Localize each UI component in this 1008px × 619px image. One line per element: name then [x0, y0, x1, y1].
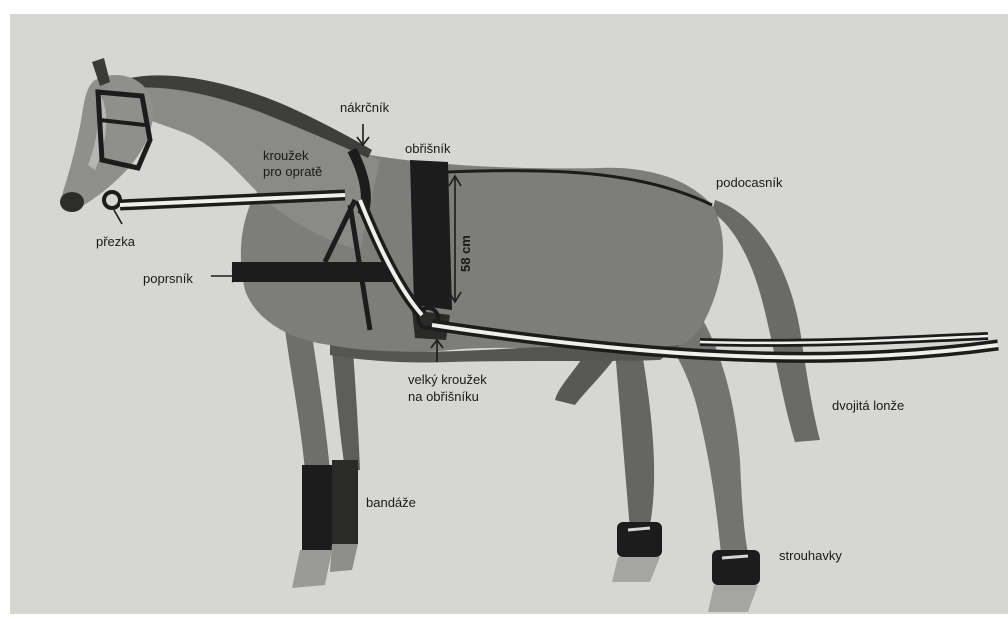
label-krouzek-line2: pro opratě: [263, 164, 322, 179]
boot-far-hind-strap: [628, 528, 650, 530]
label-prezka: přezka: [96, 234, 136, 249]
label-velky-line2: na obřišníku: [408, 389, 479, 404]
horse-muzzle: [60, 192, 84, 212]
breastplate: [232, 262, 392, 282]
bandage-near: [302, 465, 334, 550]
boot-near-hind: [712, 550, 760, 585]
label-strouhavky: strouhavky: [779, 548, 842, 563]
label-poprsnik: poprsník: [143, 271, 193, 286]
label-nakrcnik: nákrčník: [340, 100, 390, 115]
boot-near-hind-strap: [722, 556, 748, 558]
label-obrisnik: obřišník: [405, 141, 451, 156]
label-podocasnik: podocasník: [716, 175, 783, 190]
label-measure: 58 cm: [458, 235, 473, 272]
boot-far-hind: [617, 522, 662, 557]
label-dvojita-lonze: dvojitá lonže: [832, 398, 904, 413]
label-bandaze: bandáže: [366, 495, 416, 510]
label-krouzek-line1: kroužek: [263, 148, 309, 163]
bandage-far: [332, 460, 358, 544]
surcingle: [410, 160, 452, 310]
label-velky-line1: velký kroužek: [408, 372, 487, 387]
